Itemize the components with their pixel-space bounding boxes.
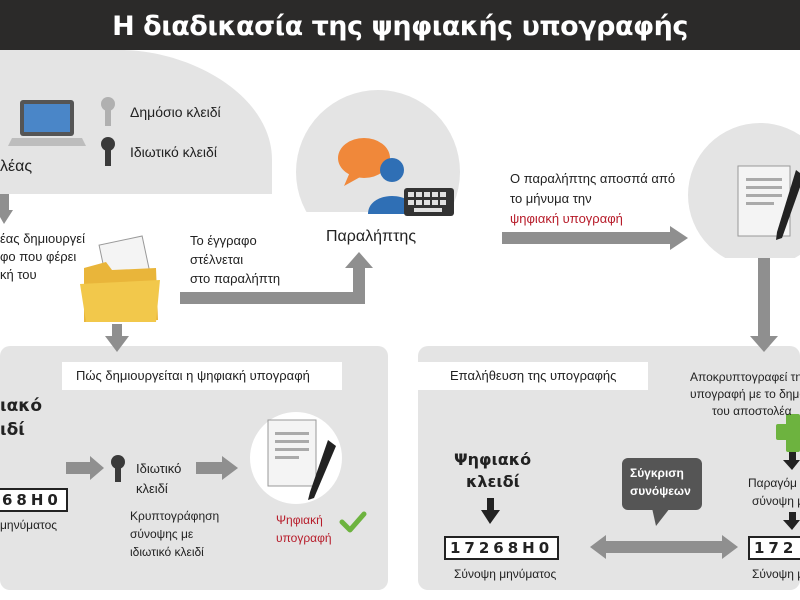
extract-arrow bbox=[502, 232, 672, 244]
document-down-arrow bbox=[758, 258, 770, 338]
creation-key-line2: ιδί bbox=[0, 420, 25, 440]
receiver-circle-mask bbox=[290, 212, 470, 262]
laptop-icon bbox=[8, 100, 86, 146]
receiver-label: Παραλήπτης bbox=[326, 228, 417, 245]
compare-line2: συνόψεων bbox=[630, 484, 691, 498]
receiver-person-icon bbox=[338, 138, 454, 216]
creation-digest-box: 68Η0 bbox=[0, 488, 68, 512]
title-bar bbox=[0, 0, 800, 50]
decrypt-line1: Αποκρυπτογραφεί την bbox=[690, 370, 800, 384]
sender-panel bbox=[0, 50, 272, 194]
arrows bbox=[0, 194, 778, 559]
creation-private-key-line1: Ιδιωτικό bbox=[136, 461, 182, 476]
creation-signature-line1: Ψηφιακή bbox=[276, 513, 323, 527]
verify-digest-caption: Σύνοψη μηνύματος bbox=[454, 567, 557, 581]
creation-key-line1: ιακό bbox=[0, 396, 43, 416]
creation-encrypt-line2: σύνοψης με bbox=[130, 527, 194, 541]
check-icon bbox=[339, 511, 367, 533]
creation-private-key-line2: κλειδί bbox=[136, 481, 168, 496]
private-key-label: Ιδιωτικό κλειδί bbox=[130, 144, 217, 160]
sender-down-arrow-head bbox=[0, 210, 13, 224]
receiver-extract-line3: ψηφιακή υπογραφή bbox=[510, 211, 623, 226]
document-down-arrow-head bbox=[750, 336, 778, 352]
compare-bubble bbox=[622, 458, 702, 526]
verify-key-line1: Ψηφιακό bbox=[454, 450, 532, 469]
verify-header-tab bbox=[410, 362, 648, 390]
creation-arrow-2-head bbox=[222, 456, 238, 480]
document-circle-mask bbox=[680, 258, 800, 278]
creation-panel-bg bbox=[0, 346, 388, 590]
verify-panel-bg bbox=[418, 346, 800, 590]
folder-down-arrow bbox=[112, 324, 122, 338]
signature-document-icon bbox=[250, 412, 342, 504]
creation-encrypt-line1: Κρυπτογράφηση bbox=[130, 509, 220, 523]
creation-arrow-2 bbox=[196, 462, 224, 474]
produced-digest-line2: σύνοψη μ bbox=[752, 494, 800, 508]
receiver-extract-line2: το μήνυμα την bbox=[510, 191, 592, 206]
sent-line3: στο παραλήπτη bbox=[190, 271, 281, 286]
send-arrow-head bbox=[345, 252, 373, 268]
sender-down-arrow bbox=[0, 194, 9, 212]
creation-signature-line2: υπογραφή bbox=[276, 531, 332, 545]
private-key-icon bbox=[101, 137, 115, 166]
decrypt-line3: του αποστολέα bbox=[712, 404, 792, 418]
decrypt-line2: υπογραφή με το δημό bbox=[690, 387, 800, 401]
creation-panel-header: Πώς δημιουργείται η ψηφιακή υπογραφή bbox=[76, 368, 310, 383]
receiver-extract-line1: Ο παραλήπτης αποσπά από bbox=[510, 171, 676, 186]
verify-black-arrows bbox=[481, 452, 800, 530]
plus-icon bbox=[776, 414, 800, 452]
verify-digest-box: 17268Η0 bbox=[444, 536, 560, 560]
produced-digest-line1: Παραγόμ bbox=[748, 476, 797, 490]
sent-line2: στέλνεται bbox=[190, 252, 244, 267]
page-title: Η διαδικασία της ψηφιακής υπογραφής bbox=[112, 11, 688, 42]
folder-icon bbox=[80, 235, 160, 322]
creation-arrow-1-head bbox=[90, 456, 104, 480]
verify-right-digest-caption: Σύνοψη μ bbox=[752, 567, 800, 581]
creation-private-key-icon bbox=[111, 455, 125, 482]
sender-creates-line1: έας δημιουργεί bbox=[0, 231, 85, 246]
verify-panel-header: Επαλήθευση της υπογραφής bbox=[450, 368, 617, 383]
send-arrow-horizontal bbox=[180, 292, 365, 304]
sender-creates-line3: κή του bbox=[0, 267, 37, 282]
compare-arrow bbox=[604, 541, 724, 553]
signed-document-icon bbox=[737, 165, 800, 240]
creation-arrow-1 bbox=[66, 462, 92, 474]
send-arrow-vertical bbox=[353, 266, 365, 304]
creation-encrypt-line3: ιδιωτικό κλειδί bbox=[130, 545, 204, 559]
creation-header-tab bbox=[62, 362, 342, 390]
compare-arrow-right-head bbox=[722, 535, 738, 559]
public-key-label: Δημόσιο κλειδί bbox=[130, 104, 221, 120]
sender-label: λέας bbox=[0, 158, 33, 175]
verify-right-digest-box: 172 bbox=[748, 536, 800, 560]
sender-creates-line2: φο που φέρει bbox=[0, 249, 77, 264]
extract-arrow-head bbox=[670, 226, 688, 250]
compare-line1: Σύγκριση bbox=[630, 466, 684, 480]
creation-digest-caption: μηνύματος bbox=[0, 518, 58, 532]
folder-down-arrow-head bbox=[105, 336, 129, 352]
sent-line1: Το έγγραφο bbox=[190, 233, 257, 248]
compare-arrow-left-head bbox=[590, 535, 606, 559]
public-key-icon bbox=[101, 97, 115, 126]
verify-key-line2: κλειδί bbox=[466, 472, 520, 491]
